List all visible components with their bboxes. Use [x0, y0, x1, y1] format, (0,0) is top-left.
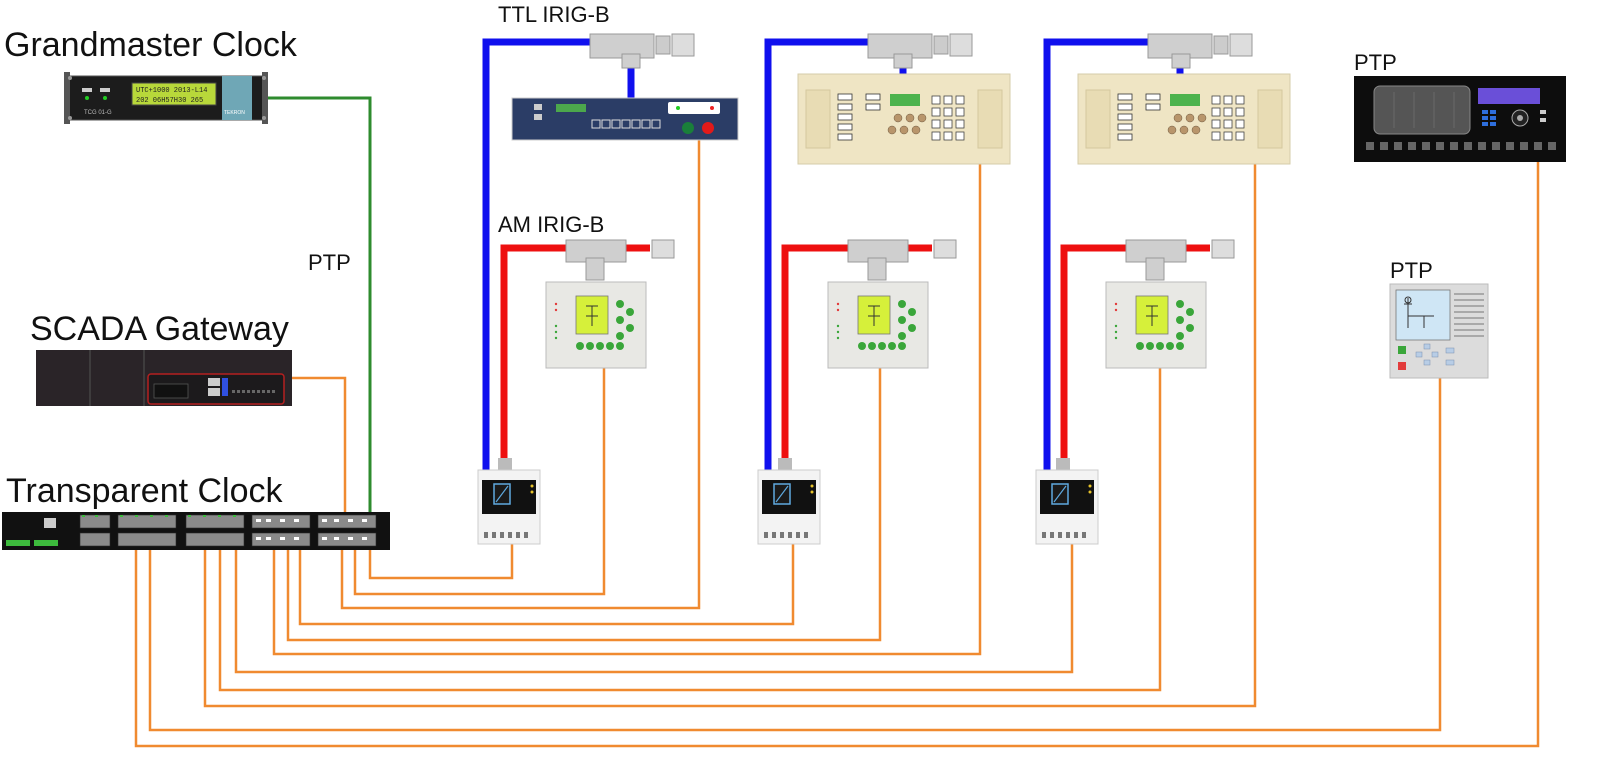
- ptp-right-label: PTP: [1390, 258, 1433, 283]
- gm-screen-line2: 202 06H57H30 265: [136, 97, 203, 105]
- ptp-ied-gray: [1389, 283, 1489, 379]
- am-irigb-label: AM IRIG-B: [498, 212, 604, 237]
- grandmaster-clock-device: UTC+1000 2013-L14 202 06H57H30 265 TCG 0…: [64, 72, 268, 124]
- ptp-link-wire: [266, 96, 372, 520]
- transparent-clock-label: Transparent Clock: [6, 472, 284, 510]
- gm-model-text: TCG 01-G: [84, 110, 112, 116]
- ptp-link-label: PTP: [308, 250, 351, 275]
- protection-relay-1: [545, 281, 647, 369]
- protection-relay-2: [827, 281, 929, 369]
- wires: [134, 38, 1540, 748]
- ttl-t-connectors: [589, 33, 1253, 69]
- gm-screen-line1: UTC+1000 2013-L14: [136, 87, 207, 95]
- relay-panel-1: [797, 73, 1011, 165]
- ptp-top-right-label: PTP: [1354, 50, 1397, 75]
- ptp-translator-2: [757, 458, 821, 545]
- ttl-irigb-label: TTL IRIG-B: [498, 2, 610, 27]
- rack-receiver-device: [511, 97, 739, 141]
- am-t-connectors: [565, 239, 1235, 281]
- scada-gateway-label: SCADA Gateway: [30, 310, 289, 348]
- scada-gateway-device: [36, 350, 292, 406]
- transparent-clock-switch: [2, 512, 390, 550]
- ptp-ied-black: [1354, 76, 1566, 162]
- gm-brand-text: TEKRON: [224, 110, 245, 116]
- am-irigb-wires: [500, 244, 1210, 470]
- ethernet-wires: [134, 140, 1540, 748]
- protection-relay-3: [1105, 281, 1207, 369]
- relay-panel-2: [1077, 73, 1291, 165]
- ptp-translator-3: [1035, 458, 1099, 545]
- grandmaster-clock-label: Grandmaster Clock: [4, 26, 298, 64]
- grandmaster-screen: [131, 82, 217, 106]
- ptp-translator-1: [477, 458, 541, 545]
